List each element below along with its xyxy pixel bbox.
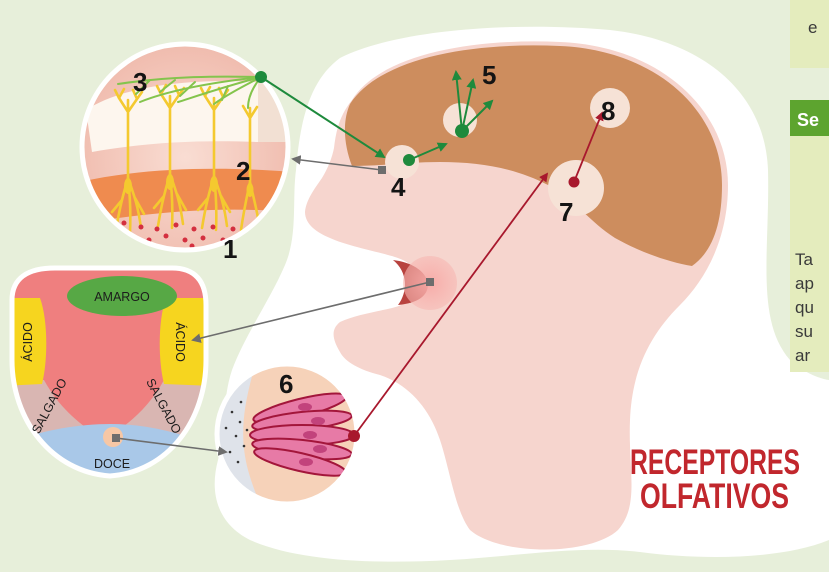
callout-7: 7 bbox=[559, 197, 573, 227]
sidebar-body-line: ap bbox=[795, 274, 814, 293]
callout-1: 1 bbox=[223, 234, 237, 264]
callout-2: 2 bbox=[236, 156, 250, 186]
sweet-zone-label: DOCE bbox=[94, 457, 130, 471]
sidebar-top-text: e bbox=[808, 18, 817, 37]
callout-8: 8 bbox=[601, 96, 615, 126]
sidebar-body-line: Ta bbox=[795, 250, 814, 269]
callout-3: 3 bbox=[133, 67, 147, 97]
sidebar-body-line: ar bbox=[795, 346, 810, 365]
bitter-zone-label: AMARGO bbox=[94, 290, 150, 304]
sour-zone-right-label: ÁCIDO bbox=[173, 322, 188, 362]
callout-6: 6 bbox=[279, 369, 293, 399]
sidebar-body-line: su bbox=[795, 322, 813, 341]
callout-4: 4 bbox=[391, 172, 406, 202]
sidebar-header-text: Se bbox=[797, 110, 819, 130]
sidebar: e Se Ta ap qu su ar bbox=[790, 0, 829, 372]
sidebar-body-line: qu bbox=[795, 298, 814, 317]
callout-5: 5 bbox=[482, 60, 496, 90]
relay-circle-7 bbox=[548, 160, 604, 216]
caption-line-2: OLFATIVOS bbox=[640, 477, 789, 516]
sour-zone-left-label: ÁCIDO bbox=[20, 322, 35, 362]
